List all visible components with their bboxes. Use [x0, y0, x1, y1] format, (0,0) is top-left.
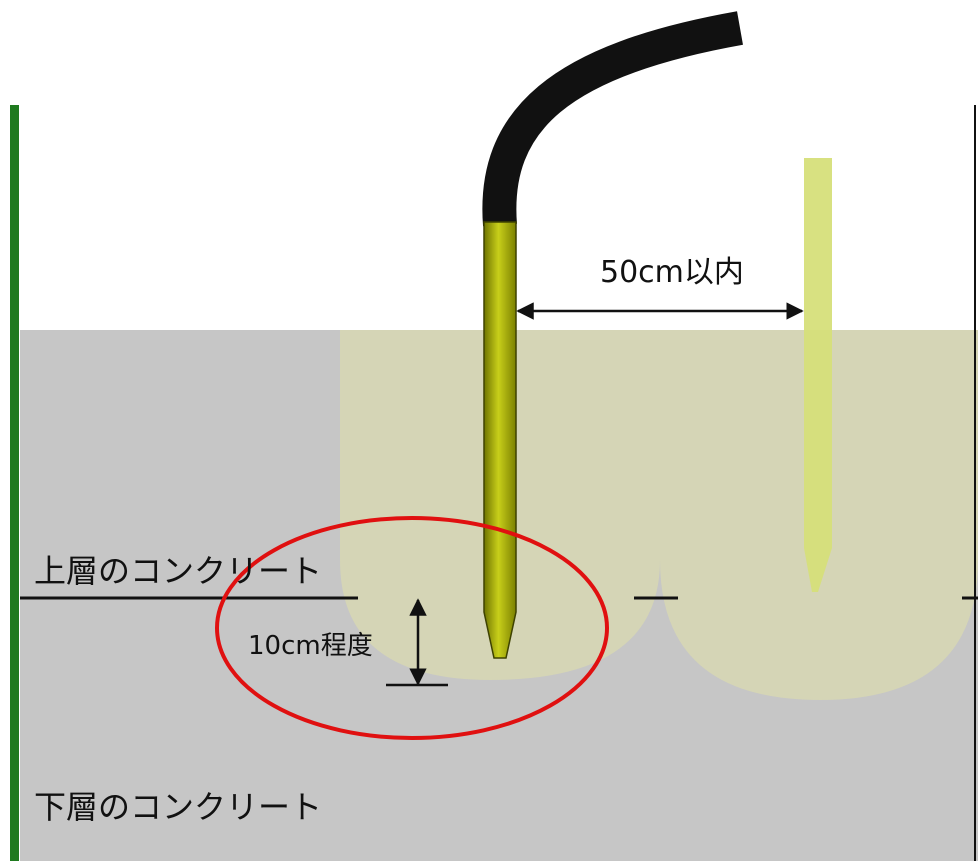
- lower-layer-label: 下層のコンクリート: [34, 788, 322, 826]
- spacing-label: 50cm以内: [600, 255, 744, 290]
- vibrator-hose: [482, 11, 743, 227]
- vibrator-rod: [483, 221, 517, 659]
- formwork-wall: [10, 105, 19, 861]
- highlight-circle: [215, 516, 609, 740]
- vibrator-rod-next-position: [804, 158, 832, 592]
- upper-layer-label: 上層のコンクリート: [34, 552, 322, 590]
- depth-label: 10cm程度: [248, 631, 373, 661]
